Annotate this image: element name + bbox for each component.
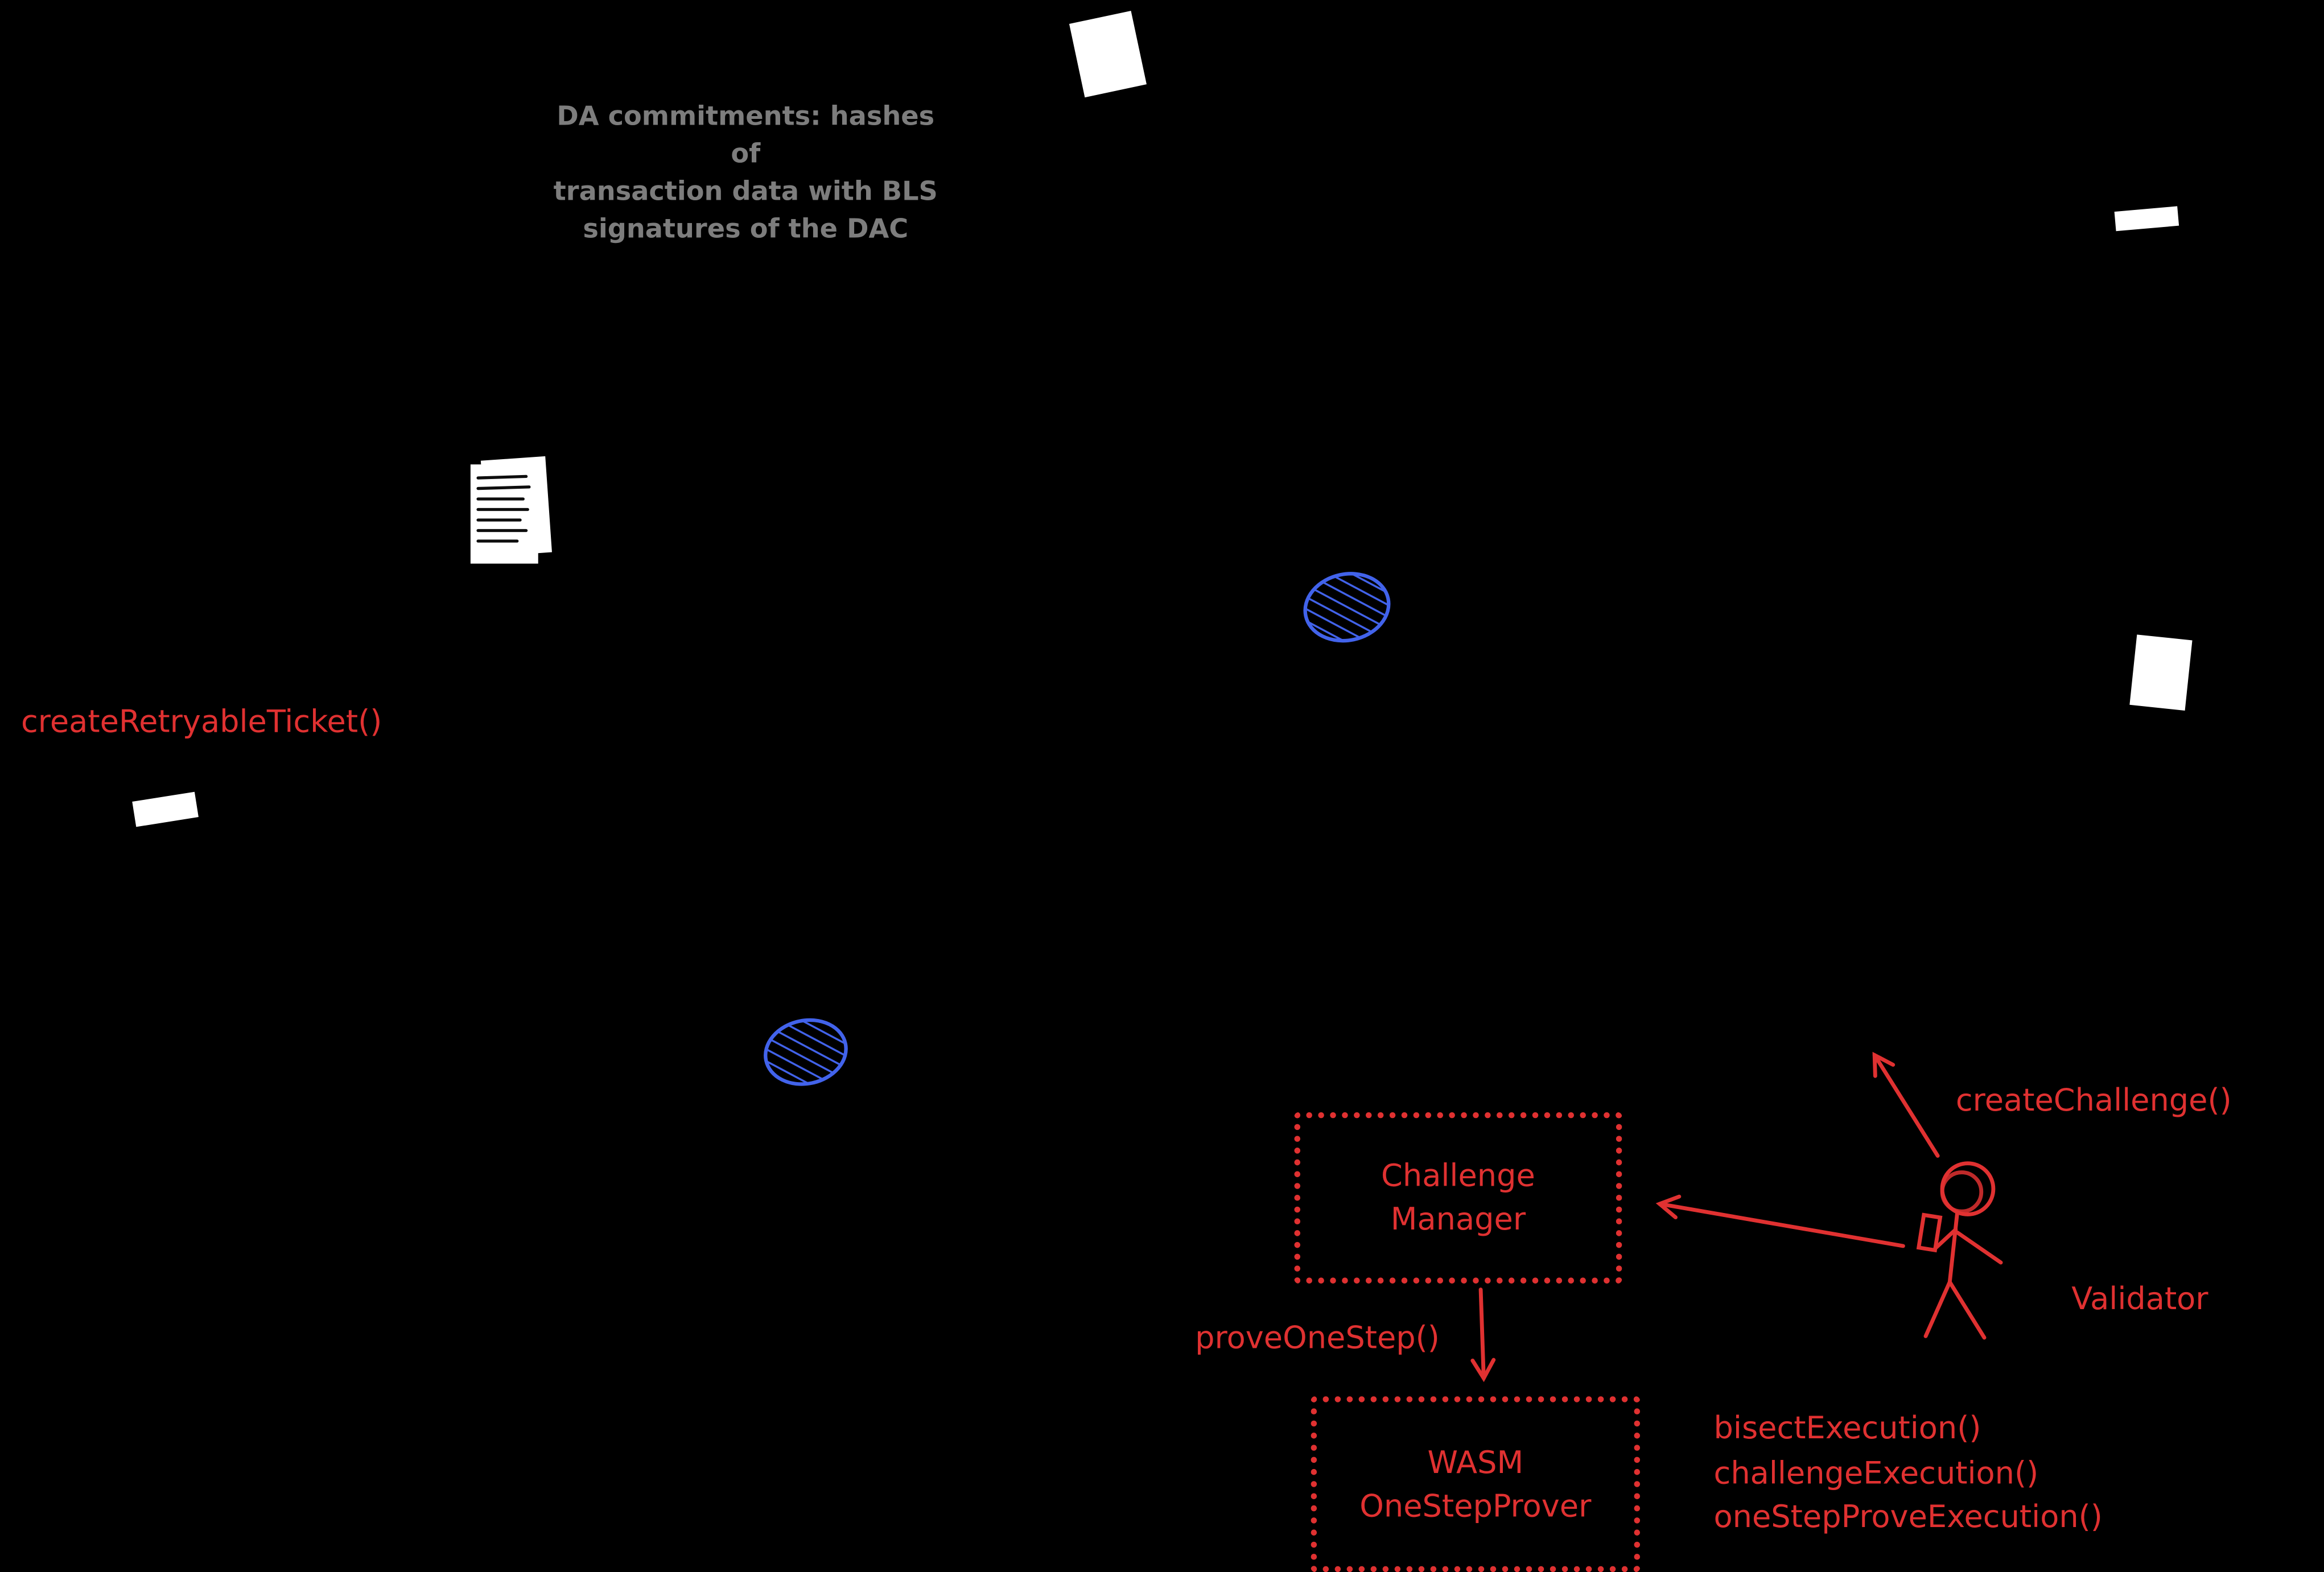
wasm-one-step-prover-box: WASM OneStepProver xyxy=(1311,1396,1641,1572)
document-icon xyxy=(470,456,552,564)
validator-stick-figure-icon xyxy=(1916,1161,2003,1340)
create-retryable-ticket-label: createRetryableTicket() xyxy=(20,703,382,740)
da-commitments-note-line2: transaction data with BLS xyxy=(553,176,938,207)
challenge-manager-box: Challenge Manager xyxy=(1294,1112,1622,1284)
da-commitments-note-line3: signatures of the DAC xyxy=(583,214,909,245)
create-challenge-label: createChallenge() xyxy=(1955,1082,2232,1119)
prove-one-step-arrow xyxy=(1470,1288,1496,1383)
wasm-box-line2: OneStepProver xyxy=(1359,1487,1592,1524)
da-commitments-note: DA commitments: hashes of transaction da… xyxy=(550,99,941,249)
hatched-token-icon-top xyxy=(1303,572,1391,643)
challenge-manager-box-line2: Manager xyxy=(1390,1200,1526,1237)
challenge-manager-box-line1: Challenge xyxy=(1381,1157,1535,1194)
create-challenge-arrow xyxy=(1872,1051,1940,1158)
prove-one-step-label: proveOneStep() xyxy=(1195,1319,1440,1356)
wasm-box-line1: WASM xyxy=(1427,1444,1524,1480)
bisect-execution-label: bisectExecution() xyxy=(1713,1409,1981,1446)
validator-label: Validator xyxy=(2071,1280,2208,1317)
validator-to-challenge-manager-arrow xyxy=(1655,1194,1905,1248)
challenge-execution-label: challengeExecution() xyxy=(1713,1454,2039,1491)
da-commitments-note-line1: DA commitments: hashes of xyxy=(557,102,935,170)
hatched-token-icon-bottom xyxy=(764,1018,848,1086)
challenge-calls-label: bisectExecution() challengeExecution() o… xyxy=(1714,1407,2103,1541)
one-step-prove-execution-label: oneStepProveExecution() xyxy=(1713,1499,2103,1536)
